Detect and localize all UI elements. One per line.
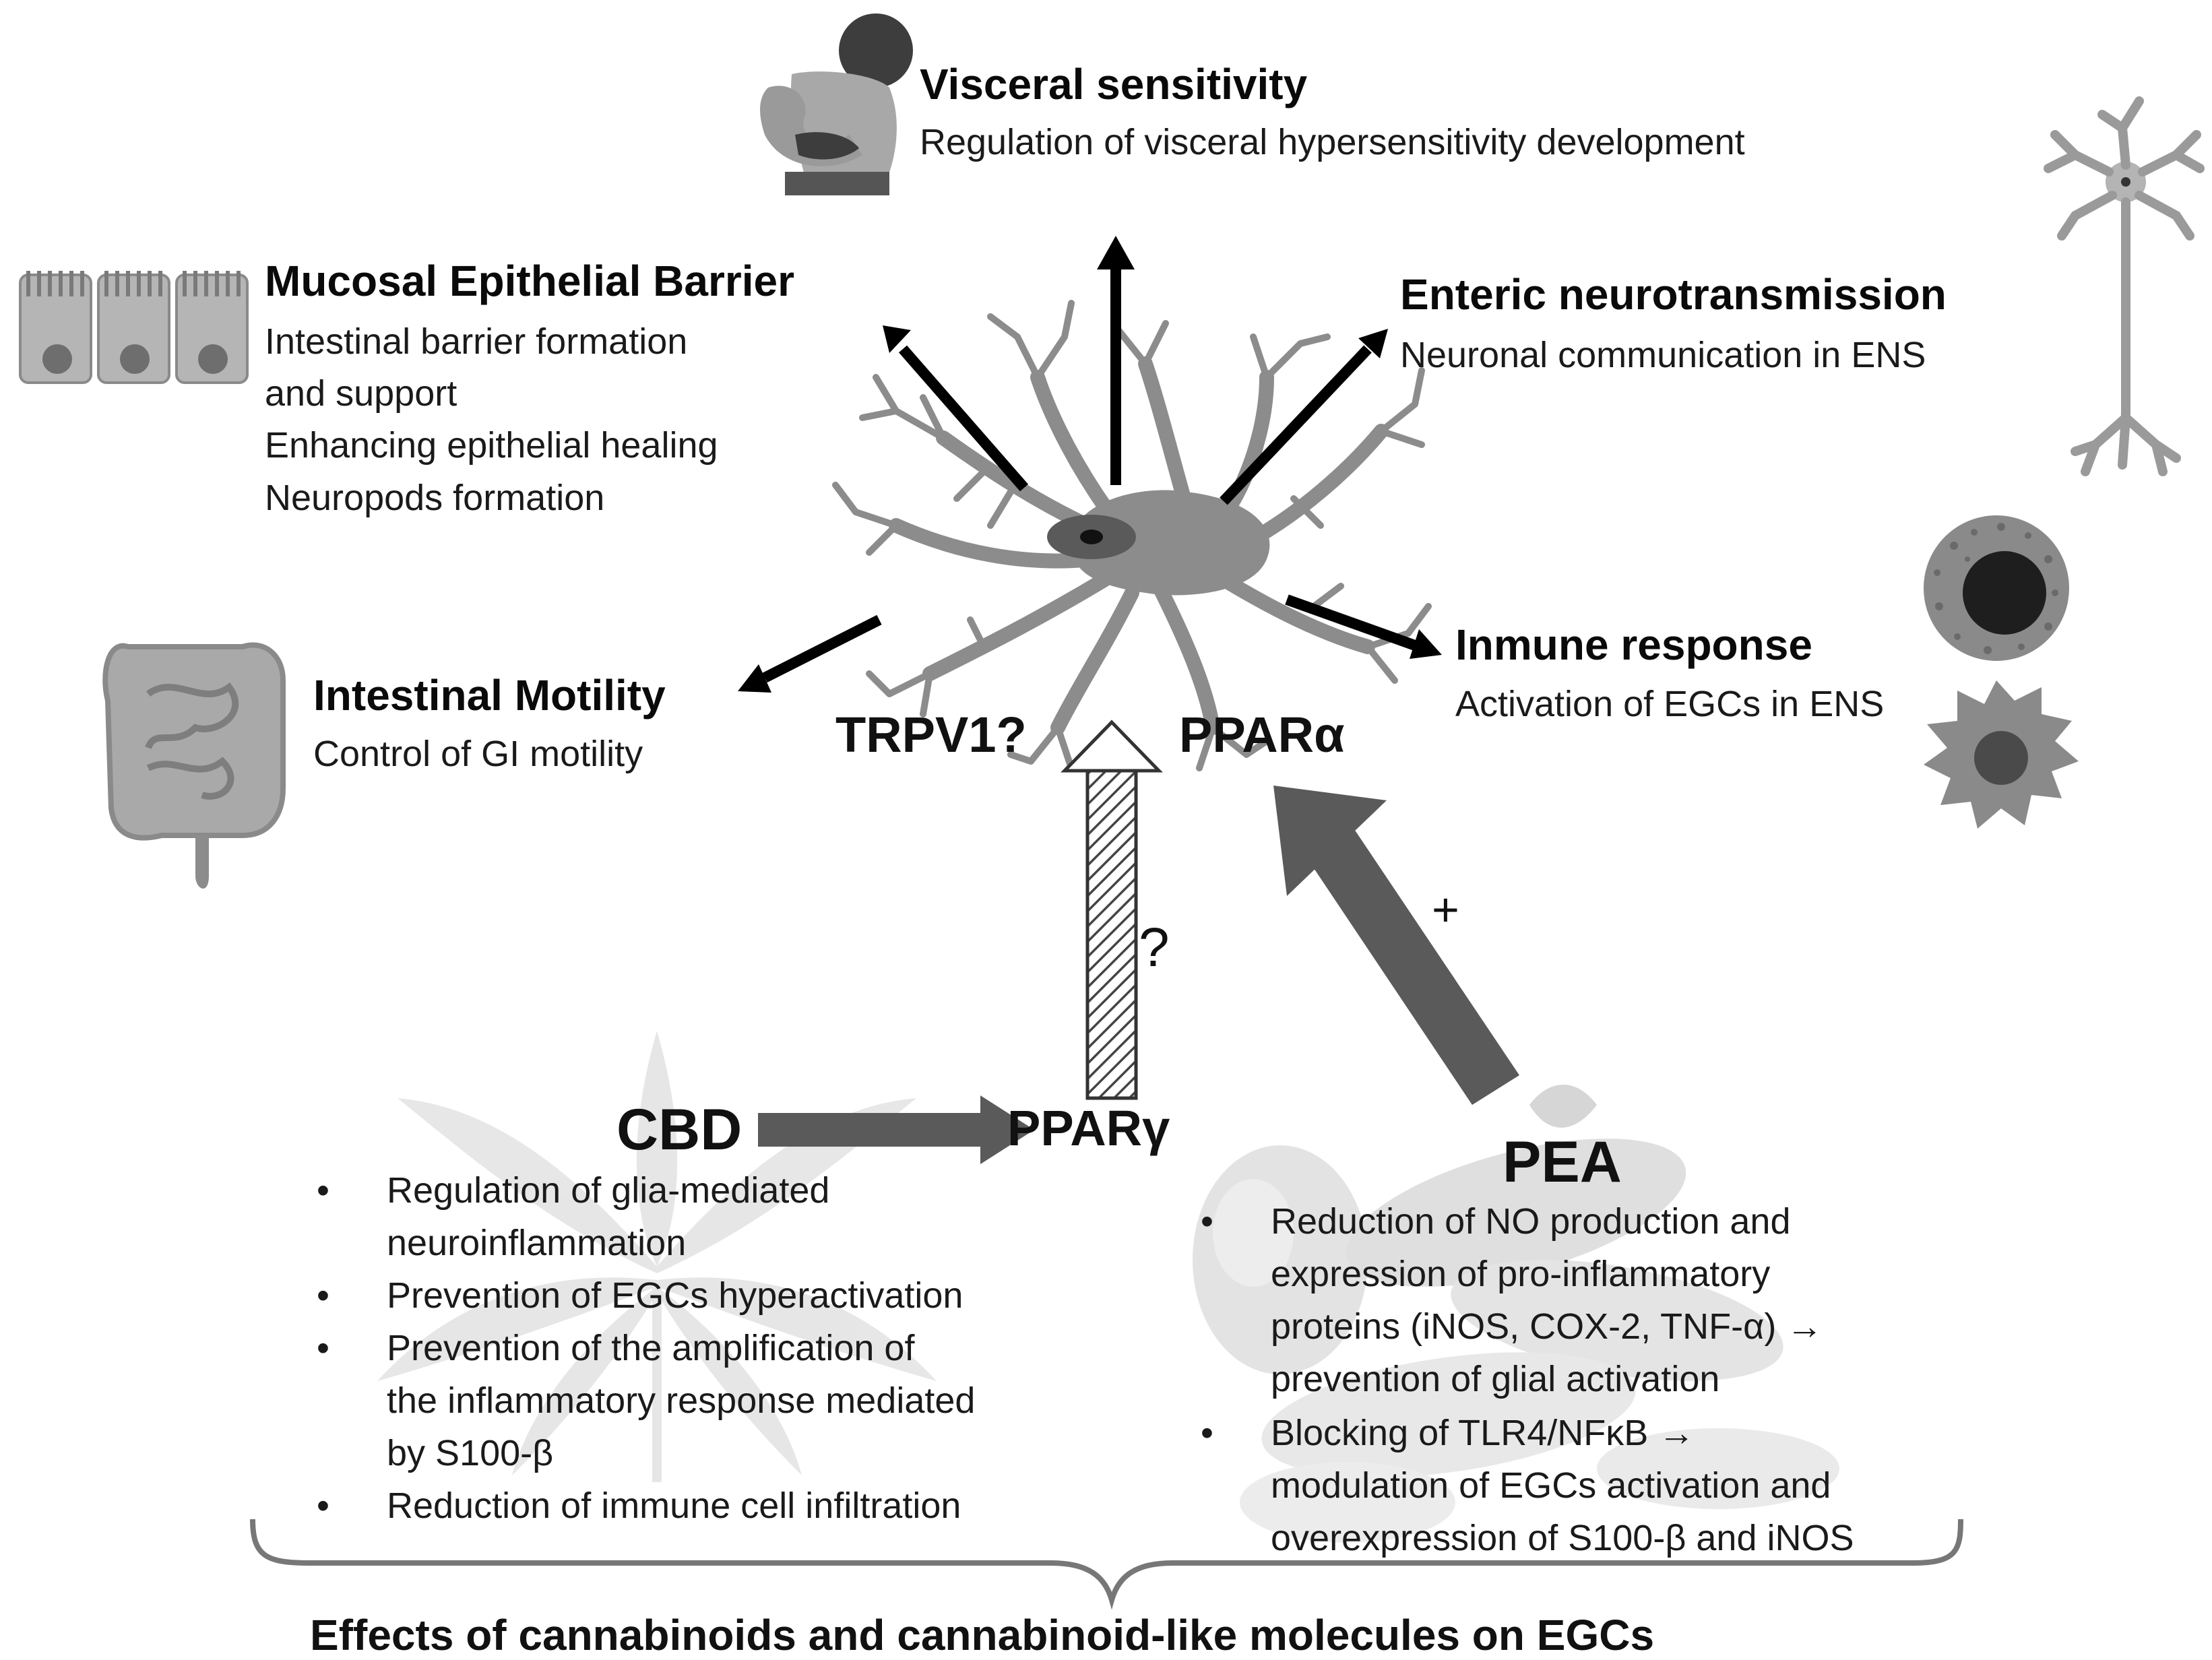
mucosal-line-2: and support bbox=[265, 373, 457, 414]
motility-desc: Control of GI motility bbox=[313, 734, 643, 774]
pea-bullet-1-line-4: prevention of glial activation bbox=[1271, 1359, 1720, 1399]
cbd-bullet-2-line-1: Prevention of EGCs hyperactivation bbox=[387, 1275, 963, 1316]
bullet-dot: • bbox=[1201, 1201, 1213, 1242]
question-mark: ? bbox=[1139, 917, 1170, 978]
trpv1-label: TRPV1? bbox=[835, 707, 1027, 763]
cbd-label: CBD bbox=[617, 1097, 742, 1162]
immune-cells-icon bbox=[1924, 515, 2079, 829]
cbd-bullet-3-line-2: the inflammatory response mediated bbox=[387, 1380, 976, 1421]
intestine-icon bbox=[102, 642, 286, 889]
cbd-bullet-3-line-3: by S100-β bbox=[387, 1433, 554, 1473]
enteric-title: Enteric neurotransmission bbox=[1400, 270, 1947, 319]
bullet-dot: • bbox=[317, 1328, 329, 1368]
arrow-to-motility bbox=[762, 614, 882, 683]
output-arrows bbox=[738, 236, 1442, 693]
bullet-dot: • bbox=[1201, 1413, 1213, 1453]
mucosal-line-4: Neuropods formation bbox=[265, 478, 605, 518]
motility-title: Intestinal Motility bbox=[313, 671, 666, 720]
neuron-icon bbox=[2044, 96, 2205, 476]
pea-bullet-1-line-3: proteins (iNOS, COX-2, TNF-α) → bbox=[1271, 1306, 1823, 1347]
mucosal-title: Mucosal Epithelial Barrier bbox=[265, 257, 795, 305]
pea-bullet-2-line-1: Blocking of TLR4/NFκB → bbox=[1271, 1413, 1695, 1453]
hatched-arrow bbox=[1061, 720, 1163, 1100]
mucosal-line-3: Enhancing epithelial healing bbox=[265, 425, 718, 466]
pparg-label: PPARγ bbox=[1007, 1100, 1170, 1156]
footer-caption: Effects of cannabinoids and cannabinoid-… bbox=[310, 1611, 1655, 1659]
enteric-desc: Neuronal communication in ENS bbox=[1400, 335, 1926, 375]
pea-bullet-1-line-1: Reduction of NO production and bbox=[1271, 1201, 1791, 1242]
pea-bullet-1-line-2: expression of pro-inflammatory bbox=[1271, 1254, 1771, 1294]
bottom-brace bbox=[250, 1519, 1963, 1610]
arrow-to-immune bbox=[1285, 594, 1417, 651]
arrow-to-enteric bbox=[1220, 345, 1372, 505]
immune-desc: Activation of EGCs in ENS bbox=[1455, 684, 1885, 724]
visceral-desc: Regulation of visceral hypersensitivity … bbox=[920, 122, 1745, 162]
pea-bullet-2-line-2: modulation of EGCs activation and bbox=[1271, 1465, 1831, 1506]
glial-cell bbox=[832, 300, 1432, 771]
mucosal-line-1: Intestinal barrier formation bbox=[265, 321, 688, 362]
bullet-dot: • bbox=[317, 1275, 329, 1316]
pea-bullet-2-line-3: overexpression of S100-β and iNOS bbox=[1271, 1518, 1854, 1558]
cbd-bullet-3-line-1: Prevention of the amplification of bbox=[387, 1328, 915, 1368]
pea-arrow-shaft bbox=[1302, 819, 1519, 1105]
cbd-bullet-1-line-2: neuroinflammation bbox=[387, 1223, 687, 1263]
visceral-title: Visceral sensitivity bbox=[920, 60, 1308, 108]
pea-label: PEA bbox=[1503, 1130, 1622, 1194]
cbd-bullet-1-line-1: Regulation of glia-mediated bbox=[387, 1170, 830, 1211]
plus-sign: + bbox=[1432, 883, 1459, 936]
epithelial-cells-icon bbox=[19, 271, 249, 384]
pea-arrowhead bbox=[1273, 786, 1387, 896]
cbd-to-pparg-arrow bbox=[758, 1095, 1034, 1164]
cbd-bullet-4-line-1: Reduction of immune cell infiltration bbox=[387, 1486, 961, 1526]
immune-title: Inmune response bbox=[1455, 620, 1812, 669]
bullet-dot: • bbox=[317, 1486, 329, 1526]
ppara-label: PPARα bbox=[1179, 707, 1345, 763]
arrowhead-visceral bbox=[1097, 236, 1135, 269]
person-abdominal-pain-icon bbox=[760, 13, 913, 195]
arrow-to-mucosal bbox=[898, 345, 1029, 492]
bullet-dot: • bbox=[317, 1170, 329, 1211]
beans-icon bbox=[1193, 1085, 1839, 1543]
